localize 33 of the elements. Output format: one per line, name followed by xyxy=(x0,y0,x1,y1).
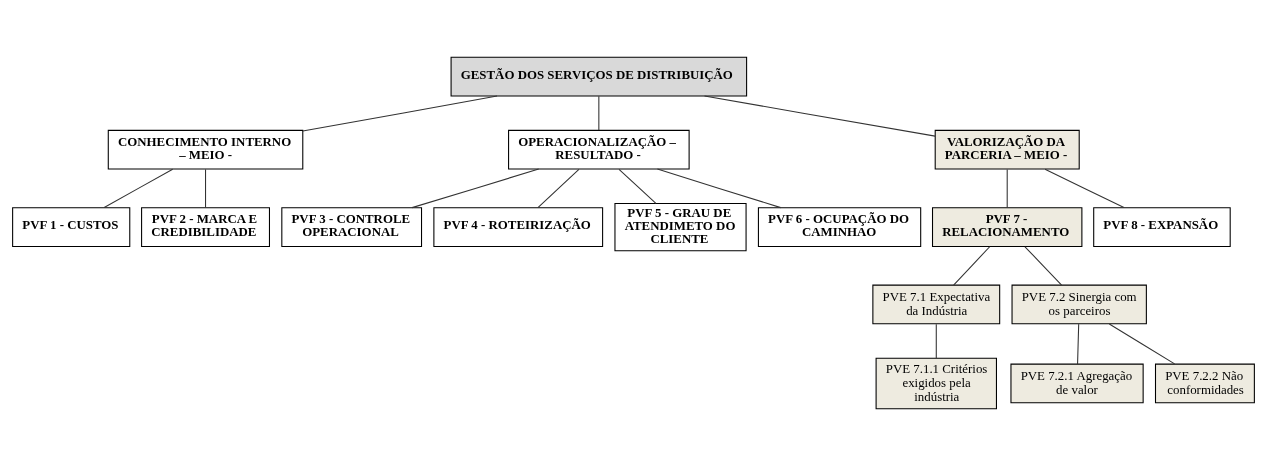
connector xyxy=(618,168,657,204)
connector xyxy=(704,95,936,137)
node-box: PVF 5 - GRAU DE ATENDIMETO DO CLIENTE xyxy=(614,202,747,251)
node-box: PVE 7.1 Expectativa da Indústria xyxy=(872,284,1001,324)
connector xyxy=(1108,322,1176,364)
connector xyxy=(205,168,207,208)
connector xyxy=(1006,168,1008,208)
connector xyxy=(953,245,991,286)
connector xyxy=(537,168,580,208)
node-box: PVE 7.2.1 Agregação de valor xyxy=(1010,363,1144,403)
node-box: PVF 3 - CONTROLE OPERACIONAL xyxy=(281,206,423,247)
node-box: VALORIZAÇÃO DA PARCERIA – MEIO - xyxy=(934,129,1080,170)
node-box: OPERACIONALIZAÇÃO – RESULTADO - xyxy=(508,129,690,170)
connector xyxy=(411,168,540,208)
node-box: PVE 7.2 Sinergia com os parceiros xyxy=(1011,284,1147,324)
connector xyxy=(1077,323,1080,364)
connector xyxy=(1044,168,1125,208)
node-box: PVF 8 - EXPANSÃO xyxy=(1093,206,1231,247)
connector xyxy=(656,168,782,208)
node-box: CONHECIMENTO INTERNO – MEIO - xyxy=(107,129,304,170)
node-box: PVF 1 - CUSTOS xyxy=(12,206,131,247)
connector xyxy=(1024,245,1063,286)
node-box: PVF 6 - OCUPAÇÃO DO CAMINHAO xyxy=(757,206,922,247)
connector xyxy=(598,95,600,130)
node-box: PVF 4 - ROTEIRIZAÇÃO xyxy=(433,206,604,247)
connector xyxy=(935,323,937,359)
node-box: PVF 2 - MARCA E CREDIBILIDADE xyxy=(141,206,270,247)
connector xyxy=(302,95,498,132)
node-box: GESTÃO DOS SERVIÇOS DE DISTRIBUIÇÃO xyxy=(450,56,748,97)
node-box: PVE 7.2.2 Não conformidades xyxy=(1154,363,1255,403)
connector xyxy=(103,168,174,208)
node-box: PVF 7 - RELACIONAMENTO xyxy=(931,206,1083,247)
node-box: PVE 7.1.1 Critérios exigidos pela indústria xyxy=(875,357,997,409)
